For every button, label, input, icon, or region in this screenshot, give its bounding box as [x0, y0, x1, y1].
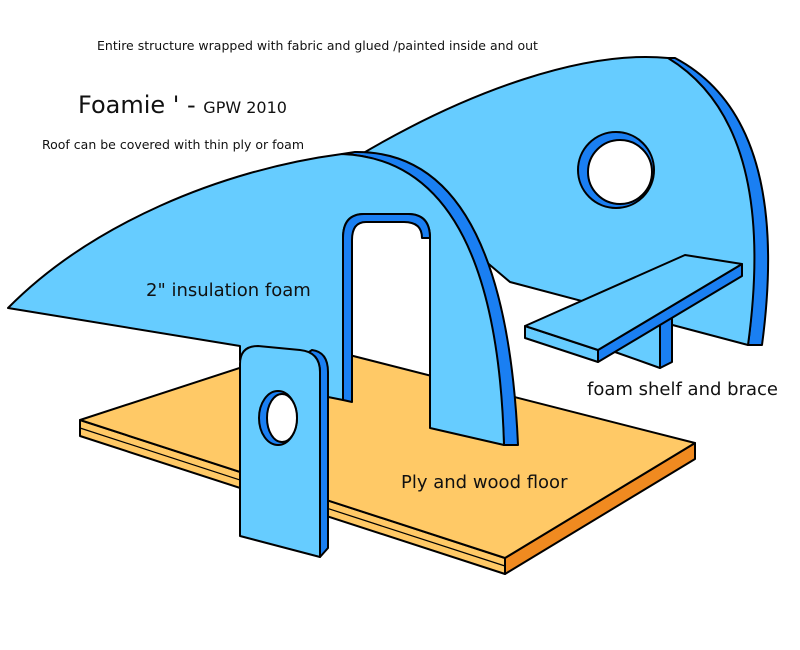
front-wall-panel	[7, 150, 519, 446]
bulkhead-hole-icon	[266, 393, 298, 443]
note-roof: Roof can be covered with thin ply or foa…	[42, 137, 304, 152]
title-sub: GPW 2010	[203, 98, 287, 117]
foam-shelf-and-brace	[524, 254, 743, 369]
label-insulation-foam: 2" insulation foam	[146, 280, 311, 301]
title-main: Foamie ' -	[78, 91, 203, 119]
door-jamb	[342, 213, 431, 403]
floor-top-face	[79, 344, 696, 559]
bulkhead-face	[239, 345, 321, 558]
note-fabric-wrap: Entire structure wrapped with fabric and…	[97, 38, 538, 53]
page-title: Foamie ' - GPW 2010	[78, 91, 287, 119]
label-ply-wood-floor: Ply and wood floor	[401, 472, 568, 493]
label-foam-shelf-brace: foam shelf and brace	[587, 379, 778, 400]
back-wall-window-icon	[587, 139, 653, 205]
shelf-top-face	[524, 254, 743, 351]
front-bulkhead-panel	[239, 345, 329, 558]
